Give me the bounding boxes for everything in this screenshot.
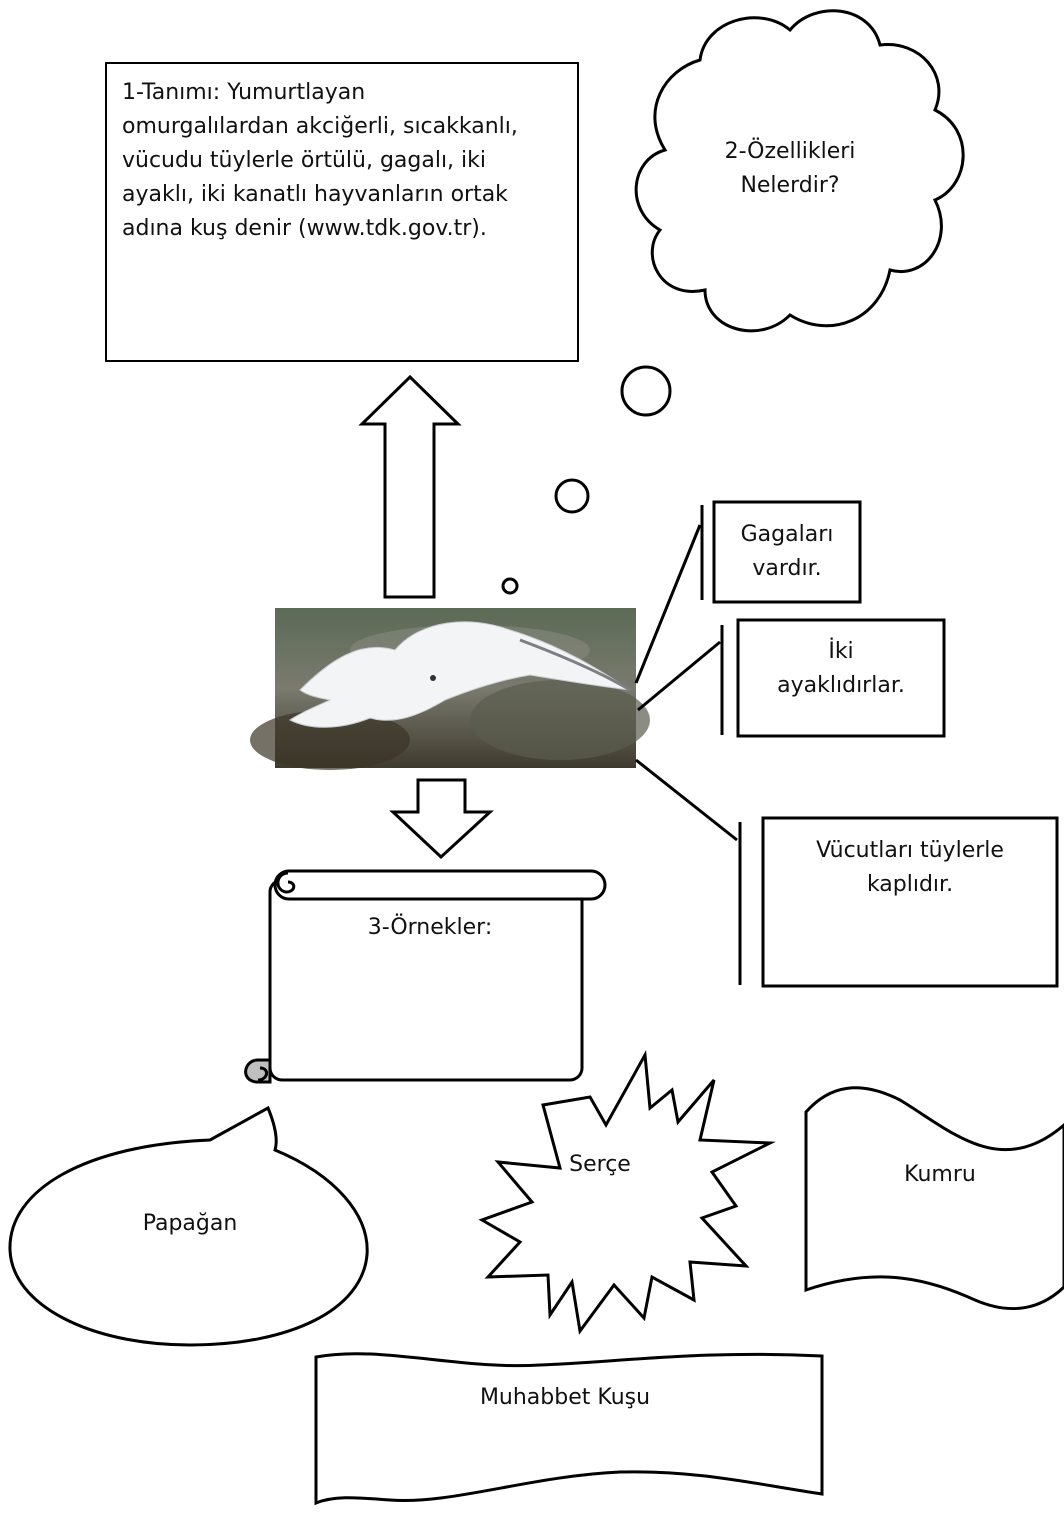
feature-text-beaks: Gagaları vardır. bbox=[740, 522, 834, 581]
thought-bubble-large bbox=[620, 365, 672, 417]
thought-cloud bbox=[634, 9, 965, 333]
example-kumru: Kumru bbox=[904, 1162, 976, 1187]
example-muhabbet: Muhabbet Kuşu bbox=[479, 1385, 651, 1410]
feature-text-feathers: Vücutları tüylerle kaplıdır. bbox=[816, 838, 1004, 897]
connector-line-1 bbox=[634, 524, 702, 684]
feature-box-2 bbox=[736, 618, 946, 738]
feature-box-3 bbox=[761, 816, 1059, 988]
connector-line-2 bbox=[637, 640, 721, 712]
example-papagan: Papağan bbox=[142, 1211, 238, 1236]
muhabbet-wave-banner bbox=[314, 1352, 824, 1506]
examples-title: 3-Örnekler: bbox=[367, 915, 493, 940]
feature-box-1 bbox=[712, 500, 862, 604]
examples-scroll bbox=[244, 869, 607, 1084]
connector-line-3 bbox=[635, 758, 738, 842]
definition-text: 1-Tanımı: Yumurtlayan omurgalılardan akc… bbox=[122, 80, 518, 241]
example-serce: Serçe bbox=[569, 1152, 631, 1177]
feature-text-legs: İki ayaklıdırlar. bbox=[777, 639, 905, 698]
bird-photo bbox=[250, 608, 650, 770]
papagan-speech-bubble bbox=[8, 1105, 369, 1347]
down-arrow bbox=[389, 778, 494, 860]
serce-starburst bbox=[478, 1050, 776, 1335]
thought-bubble-medium bbox=[554, 478, 590, 514]
features-question: 2-Özellikleri Nelerdir? bbox=[724, 139, 856, 198]
kumru-wave-banner bbox=[804, 1086, 1064, 1311]
thought-bubble-small bbox=[501, 577, 519, 595]
definition-box bbox=[105, 62, 579, 362]
up-arrow bbox=[358, 374, 462, 599]
